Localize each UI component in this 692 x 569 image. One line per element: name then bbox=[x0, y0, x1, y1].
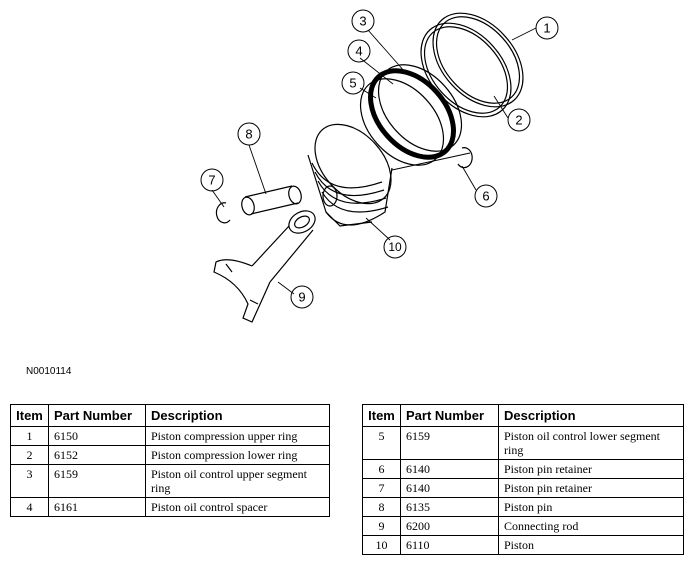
item-cell: 3 bbox=[10, 464, 49, 498]
table-row: 8 6135 Piston pin bbox=[362, 497, 684, 517]
callout-2: 2 bbox=[515, 113, 522, 128]
description-cell: Piston oil control lower segment ring bbox=[498, 426, 684, 460]
parts-table-right: Item Part Number Description 5 6159 Pist… bbox=[362, 404, 684, 555]
callout-8: 8 bbox=[245, 127, 252, 142]
table-header-row: Item Part Number Description bbox=[10, 404, 330, 427]
item-cell: 6 bbox=[362, 459, 401, 479]
item-cell: 9 bbox=[362, 516, 401, 536]
table-row: 3 6159 Piston oil control upper segment … bbox=[10, 464, 330, 498]
header-part-number: Part Number bbox=[48, 404, 146, 427]
item-cell: 10 bbox=[362, 535, 401, 555]
header-description: Description bbox=[498, 404, 684, 427]
item-cell: 5 bbox=[362, 426, 401, 460]
piston-pin bbox=[241, 185, 302, 216]
leader-lines bbox=[211, 27, 537, 295]
description-cell: Piston pin bbox=[498, 497, 684, 517]
table-row: 4 6161 Piston oil control spacer bbox=[10, 497, 330, 517]
header-description: Description bbox=[145, 404, 330, 427]
item-cell: 7 bbox=[362, 478, 401, 498]
callout-10: 10 bbox=[388, 240, 402, 254]
part-number-cell: 6135 bbox=[400, 497, 499, 517]
callout-3: 3 bbox=[359, 14, 366, 29]
description-cell: Connecting rod bbox=[498, 516, 684, 536]
oil-control-lower-segment-ring bbox=[359, 78, 445, 166]
oil-control-spacer bbox=[368, 68, 456, 160]
part-number-cell: 6159 bbox=[400, 426, 499, 460]
table-row: 10 6110 Piston bbox=[362, 535, 684, 555]
header-part-number: Part Number bbox=[400, 404, 499, 427]
table-row: 2 6152 Piston compression lower ring bbox=[10, 445, 330, 465]
part-number-cell: 6140 bbox=[400, 478, 499, 498]
item-cell: 1 bbox=[10, 426, 49, 446]
item-cell: 2 bbox=[10, 445, 49, 465]
part-number-cell: 6140 bbox=[400, 459, 499, 479]
pin-retainer-right bbox=[457, 147, 473, 169]
table-row: 9 6200 Connecting rod bbox=[362, 516, 684, 536]
callout-5: 5 bbox=[349, 76, 356, 91]
callout-1: 1 bbox=[543, 21, 550, 36]
compression-upper-ring bbox=[432, 12, 524, 108]
item-cell: 8 bbox=[362, 497, 401, 517]
description-cell: Piston oil control spacer bbox=[145, 497, 330, 517]
item-cell: 4 bbox=[10, 497, 49, 517]
table-row: 5 6159 Piston oil control lower segment … bbox=[362, 426, 684, 460]
part-number-cell: 6110 bbox=[400, 535, 499, 555]
part-number-cell: 6161 bbox=[48, 497, 146, 517]
part-number-cell: 6159 bbox=[48, 464, 146, 498]
compression-lower-ring bbox=[420, 22, 512, 118]
description-cell: Piston pin retainer bbox=[498, 459, 684, 479]
exploded-piston-diagram: 1 2 3 4 5 6 7 8 9 10 bbox=[200, 9, 559, 323]
header-item: Item bbox=[362, 404, 401, 427]
description-cell: Piston compression lower ring bbox=[145, 445, 330, 465]
callout-9: 9 bbox=[298, 290, 305, 305]
table-header-row: Item Part Number Description bbox=[362, 404, 684, 427]
part-number-cell: 6200 bbox=[400, 516, 499, 536]
figure-id: N0010114 bbox=[26, 366, 72, 377]
part-number-cell: 6150 bbox=[48, 426, 146, 446]
description-cell: Piston oil control upper segment ring bbox=[145, 464, 330, 498]
header-item: Item bbox=[10, 404, 49, 427]
callout-circles bbox=[200, 9, 559, 309]
table-row: 6 6140 Piston pin retainer bbox=[362, 459, 684, 479]
description-cell: Piston compression upper ring bbox=[145, 426, 330, 446]
pin-retainer-left bbox=[215, 202, 231, 224]
callout-4: 4 bbox=[355, 44, 362, 59]
table-row: 7 6140 Piston pin retainer bbox=[362, 478, 684, 498]
part-number-cell: 6152 bbox=[48, 445, 146, 465]
callout-7: 7 bbox=[208, 173, 215, 188]
piston bbox=[307, 123, 393, 227]
callout-6: 6 bbox=[482, 189, 489, 204]
connecting-rod bbox=[213, 210, 316, 323]
table-row: 1 6150 Piston compression upper ring bbox=[10, 426, 330, 446]
description-cell: Piston pin retainer bbox=[498, 478, 684, 498]
description-cell: Piston bbox=[498, 535, 684, 555]
parts-table-left: Item Part Number Description 1 6150 Pist… bbox=[10, 404, 330, 517]
